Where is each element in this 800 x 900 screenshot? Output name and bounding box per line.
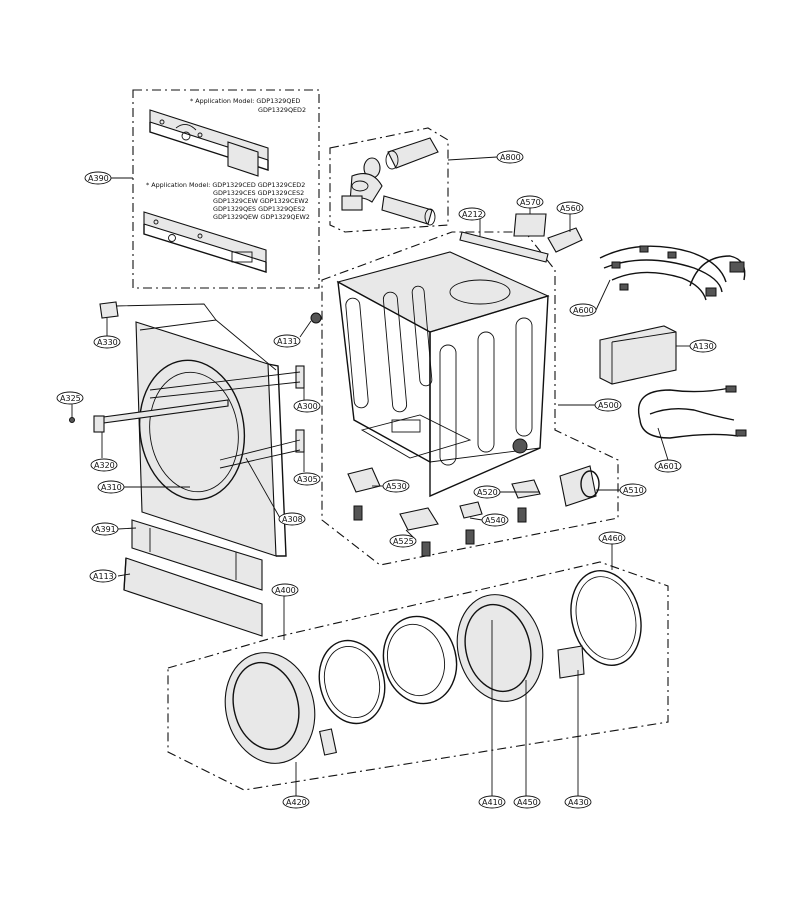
- a560-part: [547, 227, 583, 253]
- a130-part: [599, 325, 677, 385]
- label-a410: A410: [478, 795, 506, 809]
- label-a320: A320: [90, 458, 118, 472]
- label-a420: A420: [282, 795, 310, 809]
- label-a500: A500: [594, 398, 622, 412]
- label-a500-text: A500: [598, 401, 619, 410]
- a570-cover: [513, 213, 547, 237]
- a601-wires: [638, 385, 747, 439]
- label-a325-text: A325: [60, 394, 81, 403]
- leader-lines: [71, 156, 690, 796]
- cabinet-group-outline: [321, 231, 619, 566]
- a300-hinge: [149, 365, 305, 399]
- a131-part: [310, 312, 322, 324]
- wire-harness-part: [599, 245, 746, 301]
- label-a308: A308: [278, 512, 306, 526]
- label-a400-text: A400: [275, 586, 296, 595]
- a305-hinge: [219, 429, 305, 469]
- label-a460-text: A460: [602, 534, 623, 543]
- a113-kick-plate: [123, 557, 263, 637]
- a391-bracket: [131, 519, 263, 591]
- label-a320-text: A320: [94, 461, 115, 470]
- front-panel-part: [135, 319, 287, 557]
- label-a520-text: A520: [477, 488, 498, 497]
- part-labels: A390 A800 A570 A560 A212 A600 A330 A131 …: [56, 150, 717, 809]
- label-a310-text: A310: [101, 483, 122, 492]
- label-a131: A131: [273, 334, 301, 348]
- top-model-line2: GDP1329QED2: [258, 106, 306, 114]
- label-a390: A390: [84, 171, 112, 185]
- label-a305: A305: [293, 472, 321, 486]
- a212-rail: [459, 231, 549, 263]
- label-a530-text: A530: [386, 482, 407, 491]
- label-a330-text: A330: [97, 338, 118, 347]
- label-a560-text: A560: [560, 204, 581, 213]
- label-a410-text: A410: [482, 798, 503, 807]
- label-a391-text: A391: [95, 525, 116, 534]
- label-a325: A325: [56, 391, 84, 405]
- label-a600: A600: [569, 303, 597, 317]
- label-a330: A330: [93, 335, 121, 349]
- label-a300: A300: [293, 399, 321, 413]
- control-bracket-group: * Application Model: GDP1329QED GDP1329Q…: [132, 89, 320, 289]
- label-a600-text: A600: [573, 306, 594, 315]
- cabinet-part: [336, 251, 550, 498]
- a510-duct: [559, 465, 600, 507]
- label-a430-text: A430: [568, 798, 589, 807]
- label-a420-text: A420: [286, 798, 307, 807]
- label-a525-text: A525: [393, 537, 414, 546]
- label-a310: A310: [97, 480, 125, 494]
- label-a130: A130: [689, 339, 717, 353]
- label-a570: A570: [516, 195, 544, 209]
- label-a520: A520: [473, 485, 501, 499]
- bottom-model-line3: GDP1329CEW GDP1329CEW2: [213, 197, 309, 205]
- label-a460: A460: [598, 531, 626, 545]
- label-a601-text: A601: [658, 462, 679, 471]
- duct-assembly-group: [329, 127, 449, 233]
- label-a430: A430: [564, 795, 592, 809]
- label-a800-text: A800: [500, 153, 521, 162]
- a330-clip: [99, 301, 119, 319]
- door-group-outline: [167, 561, 669, 791]
- label-a305-text: A305: [297, 475, 318, 484]
- lower-bracket-part: [143, 211, 267, 273]
- leveling-legs: [347, 467, 541, 557]
- label-a450-text: A450: [517, 798, 538, 807]
- label-a390-text: A390: [88, 174, 109, 183]
- label-a212-text: A212: [462, 210, 483, 219]
- label-a131-text: A131: [277, 337, 298, 346]
- duct-parts: [341, 137, 439, 226]
- bottom-model-heading: * Application Model: GDP1329CED GDP1329C…: [146, 181, 305, 189]
- label-a391: A391: [91, 522, 119, 536]
- label-a530: A530: [382, 479, 410, 493]
- label-a510: A510: [619, 483, 647, 497]
- bottom-model-line4: GDP1329QES GDP1329QES2: [213, 205, 305, 213]
- a320-bar: [69, 399, 229, 433]
- label-a570-text: A570: [520, 198, 541, 207]
- label-a560: A560: [556, 201, 584, 215]
- label-a308-text: A308: [282, 515, 303, 524]
- bottom-model-line2: GDP1329CES GDP1329CES2: [213, 189, 304, 197]
- label-a450: A450: [513, 795, 541, 809]
- label-a800: A800: [496, 150, 524, 164]
- label-a540: A540: [481, 513, 509, 527]
- label-a540-text: A540: [485, 516, 506, 525]
- label-a130-text: A130: [693, 342, 714, 351]
- label-a400: A400: [271, 583, 299, 597]
- control-bracket-box: [132, 89, 320, 289]
- label-a300-text: A300: [297, 402, 318, 411]
- label-a510-text: A510: [623, 486, 644, 495]
- bottom-model-line5: GDP1329QEW GDP1329QEW2: [213, 213, 310, 221]
- door-parts: [224, 570, 642, 764]
- top-model-heading: * Application Model: GDP1329QED: [190, 97, 300, 105]
- label-a525: A525: [389, 534, 417, 548]
- label-a113: A113: [89, 569, 117, 583]
- label-a601: A601: [654, 459, 682, 473]
- duct-box-outline: [329, 127, 449, 233]
- label-a212: A212: [458, 207, 486, 221]
- label-a113-text: A113: [93, 572, 114, 581]
- upper-bracket-part: [149, 109, 269, 177]
